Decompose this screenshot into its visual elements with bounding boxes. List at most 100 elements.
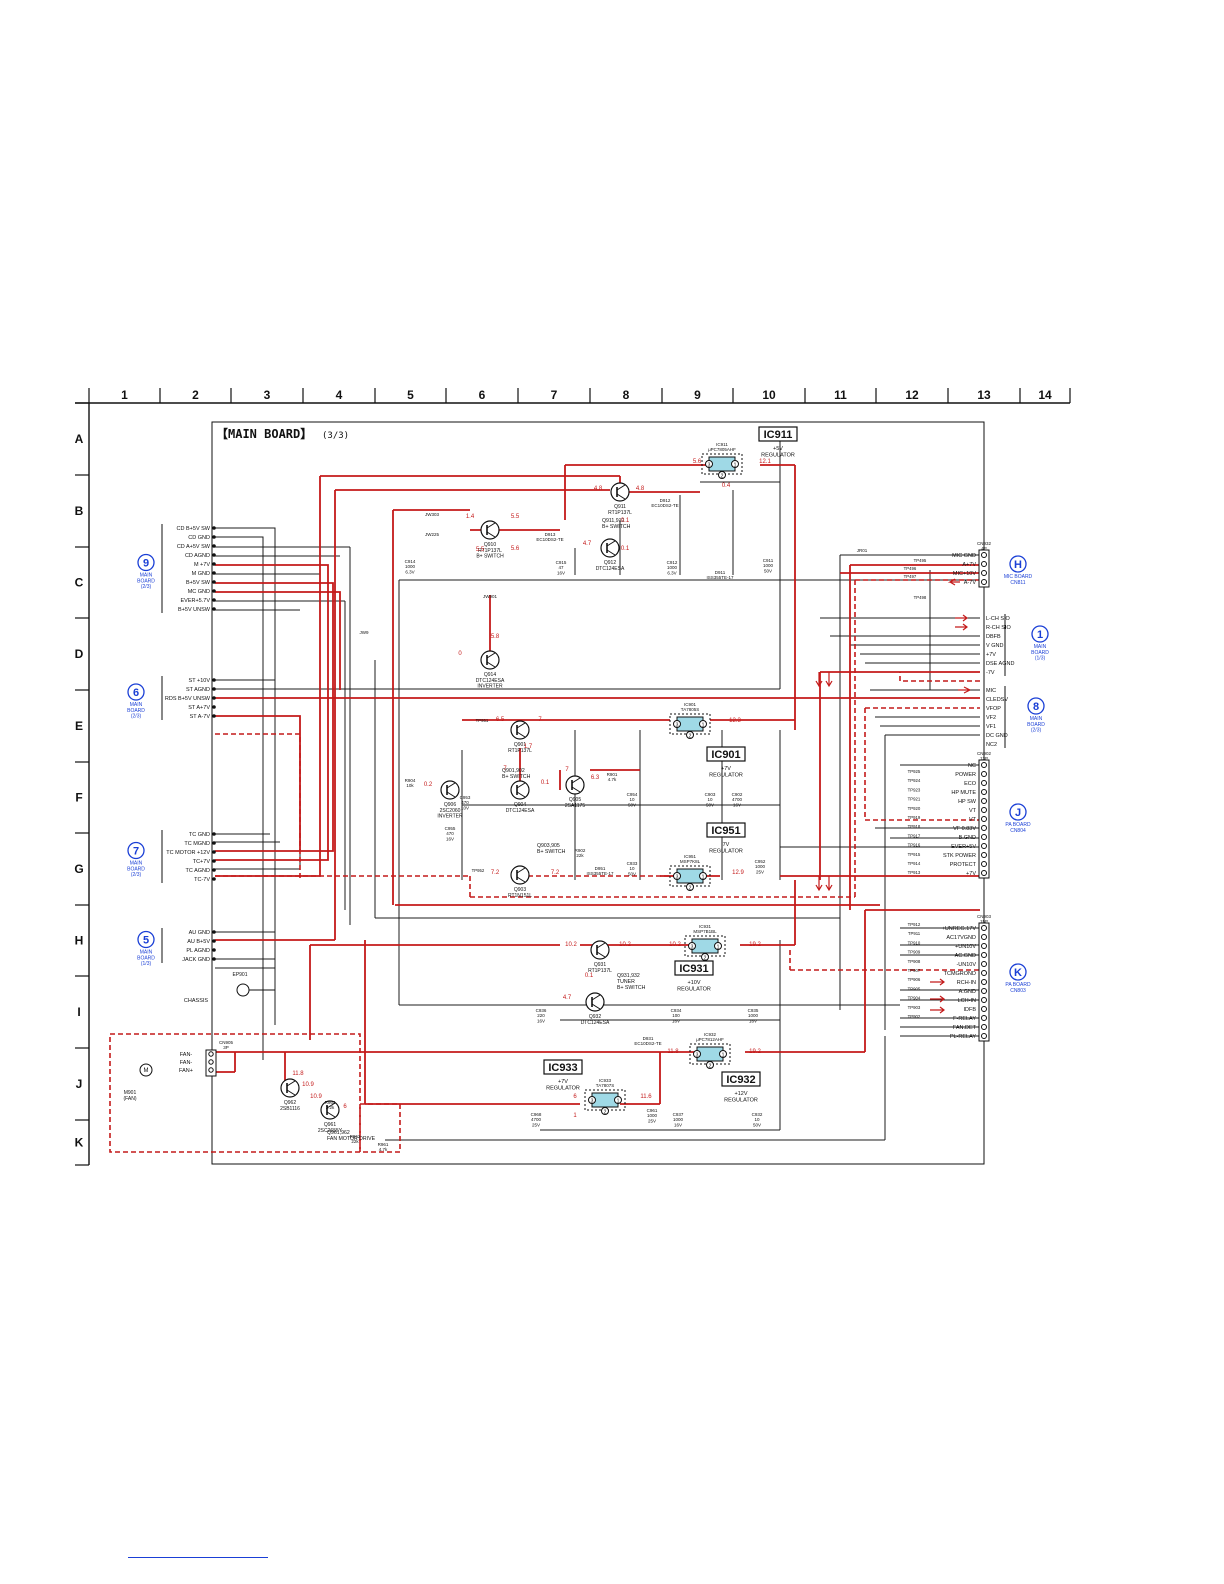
transistor-symbol (610, 482, 630, 502)
connector-pin (212, 598, 216, 602)
connector-pin (212, 553, 216, 557)
row-label-C: C (75, 576, 84, 590)
test-point-label: TP495 (914, 558, 927, 563)
test-point-label: TP496 (904, 566, 917, 571)
voltage-label: 12.1 (759, 459, 771, 465)
transistor-symbol (280, 1078, 300, 1098)
ic-name-box (758, 426, 798, 442)
connector-pin (212, 526, 216, 530)
ic-pin (673, 872, 681, 880)
transistor-collector (606, 540, 616, 547)
ic-name-box (674, 960, 714, 976)
transistor-collector (616, 484, 626, 491)
transistor-emitter (606, 549, 616, 556)
transistor-collector (486, 522, 496, 529)
connector-pin (981, 1033, 987, 1039)
connector-pin (981, 807, 987, 813)
fan-pin (208, 1059, 214, 1065)
connector-pin-label: AC17VGND (946, 935, 976, 941)
test-point-labels: TP495TP496TP497TP498TP951TP952TP925TP924… (472, 558, 927, 1019)
connector-pin (981, 762, 987, 768)
test-point-label: TP497 (904, 574, 917, 579)
test-point-label: TP903 (908, 1005, 921, 1010)
connector-pin-label: MIC (986, 688, 996, 694)
connector-pin (212, 589, 216, 593)
voltage-label: 4.8 (636, 486, 645, 492)
connector-pin-label: JACK GND (182, 957, 210, 963)
connector-pin (212, 930, 216, 934)
connector-pin-label: ST AGND (186, 687, 210, 693)
test-point-label: TP905 (908, 986, 921, 991)
test-point-label: TP907 (908, 968, 921, 973)
connector-pin (981, 852, 987, 858)
ic-pin (686, 731, 694, 739)
test-point-label: TP498 (914, 595, 927, 600)
connector-callout-ring (1009, 963, 1027, 981)
fan-pin-label: FAN- (180, 1060, 193, 1066)
connector-pin-label: PROTECT (950, 862, 977, 868)
connector-pin-label: DSE AGND (986, 661, 1014, 667)
test-point-label: TP951 (476, 718, 489, 723)
connector-pin (212, 841, 216, 845)
test-point-label: TP912 (908, 922, 921, 927)
voltage-label: 1.7 (524, 744, 533, 750)
transistor-collector (286, 1080, 296, 1087)
fan-motor-label: M901(FAN) (123, 1090, 136, 1102)
voltage-label: 4.7 (583, 541, 592, 547)
transistor-emitter (571, 786, 581, 793)
connector-callout-ring (1009, 803, 1027, 821)
column-label-7: 7 (551, 388, 558, 402)
board-title: 【MAIN BOARD】 (216, 426, 312, 441)
voltage-label: 5.5 (476, 547, 485, 553)
voltage-label: 19.2 (749, 942, 761, 948)
connector-pin-label: VT (969, 817, 977, 823)
connector-pin-label: LCH-IN (958, 998, 976, 1004)
voltage-label: 7 (565, 767, 569, 773)
chassis-ref: EP901 (232, 972, 247, 978)
connector-pin-label: CD AGND (185, 553, 210, 559)
connector-pin-label: RDS B+5V UNSW (165, 696, 211, 702)
connector-pin-label: VF 0.83V (953, 826, 976, 832)
voltage-label: 0.2 (424, 782, 433, 788)
test-point-label: TP913 (908, 870, 921, 875)
test-point-label: TP925 (908, 769, 921, 774)
connector-callout-id: 9 (143, 558, 149, 570)
connector-pin-label: STK POWER (943, 853, 976, 859)
connector-pin-label: M GND (192, 571, 210, 577)
connector-pin (981, 570, 987, 576)
transistor-collector (326, 1102, 336, 1109)
transistor-symbol (480, 650, 500, 670)
transistor-symbol (600, 538, 620, 558)
ic-name-box (706, 746, 746, 762)
ic-pin-number: 1 (702, 723, 705, 729)
row-label-B: B (75, 504, 84, 518)
